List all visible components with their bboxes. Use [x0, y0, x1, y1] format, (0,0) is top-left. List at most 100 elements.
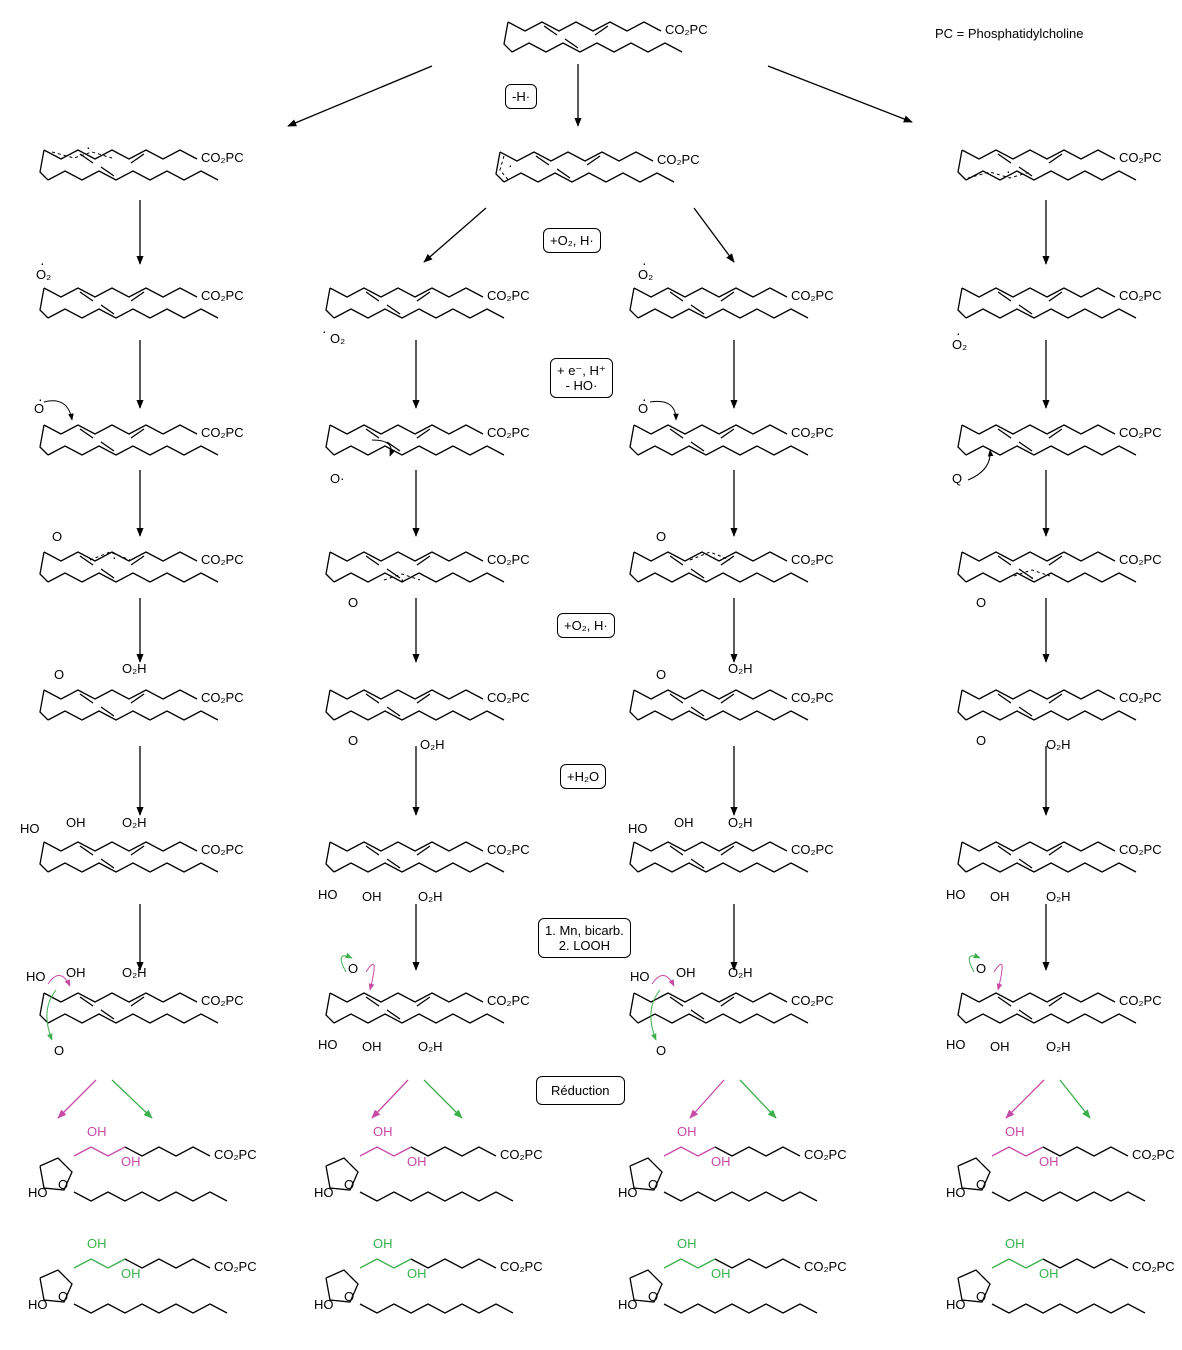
prod-r2-col1-ring [39, 1269, 73, 1303]
r1-col1-co2pc: CO₂PC [201, 150, 244, 165]
r7-col1-lower-chain [47, 1013, 219, 1024]
r7-col1-upper-chain [43, 992, 198, 1003]
r5-col2-lower-double-bond [386, 706, 401, 717]
r4-col4-co2pc: CO₂PC [1119, 552, 1162, 567]
r4-col1-rad: · [112, 549, 117, 565]
r5-col4-connector [957, 689, 967, 721]
start-lower-double-bond [564, 38, 579, 49]
prod-r2-col3-chain [714, 1258, 801, 1269]
prod-r1-col3-o: O [648, 1177, 659, 1192]
epoxidation-box: 1. Mn, bicarb. 2. LOOH [538, 918, 631, 958]
r4-col4-deloc [1013, 569, 1051, 577]
delocalized-bonds [51, 151, 1051, 581]
r6-col1-double-bond-1 [130, 845, 145, 856]
arrow-center-left [423, 207, 487, 263]
r7-col3-pink-arrow [651, 975, 675, 987]
r5-col1-o: O [54, 667, 65, 682]
r7-col2-oh: OH [362, 1039, 382, 1054]
r7-col4-connector [957, 992, 967, 1024]
structures [39, 21, 1146, 1314]
r2-col1-double-bond-0 [79, 291, 94, 302]
prod-r2-col4-ho: HO [946, 1297, 966, 1312]
prod-r2-col2-o: O [344, 1289, 355, 1304]
r6-col4-co2pc: CO₂PC [1119, 842, 1162, 857]
prod-r2-col1-tail [73, 1303, 228, 1314]
r2-col3-connector [629, 287, 639, 319]
prod-r2-col3-ring [629, 1269, 663, 1303]
prod-r2-col2-ho: HO [314, 1297, 334, 1312]
r3-col2-e-arrow [371, 439, 395, 457]
r6-col3-double-bond-0 [669, 845, 684, 856]
r5-col2-upper-chain [329, 689, 484, 700]
r6-col1-oh: OH [66, 815, 86, 830]
r6-col2-upper-chain [329, 841, 484, 852]
prod-r2-col2-chain [410, 1258, 497, 1269]
r7-col1-lower-double-bond [100, 1009, 115, 1020]
r1-col1-lower-chain [47, 170, 219, 181]
r6-col1-o2h: O₂H [122, 815, 147, 830]
r7-col1-connector [39, 992, 49, 1024]
split-arrow-7 [1059, 1079, 1091, 1119]
r4-col1-double-bond-0 [79, 555, 94, 566]
prod-r1-col1-o: O [58, 1177, 69, 1192]
r4-col2-rad: · [400, 571, 405, 587]
prod-r1-col1-colored [73, 1146, 126, 1157]
prod-r2-col4-oh1: OH [1005, 1236, 1025, 1251]
r7-col1-double-bond-1 [130, 996, 145, 1007]
r6-col1-ho: HO [20, 821, 40, 836]
r3-col1-double-bond-1 [130, 428, 145, 439]
r2-col4-double-bond-0 [997, 291, 1012, 302]
r6-col4-lower-double-bond [1018, 858, 1033, 869]
r6-col2-double-bond-0 [365, 845, 380, 856]
prod-r2-col3-oh2: OH [711, 1266, 731, 1281]
prod-r2-col4-tail [991, 1303, 1146, 1314]
split-arrow-2 [371, 1079, 409, 1119]
hydration-box: +H₂O [560, 764, 607, 789]
prod-r1-col2-oh1: OH [373, 1124, 393, 1139]
r3-col3-upper-chain [633, 424, 788, 435]
r2-col3-double-bond-0 [669, 291, 684, 302]
r2-col1-co2pc: CO₂PC [201, 288, 244, 303]
r5-col3-lower-double-bond [690, 706, 705, 717]
r3-col3-connector [629, 424, 639, 456]
prod-r1-col1-ring [39, 1157, 73, 1191]
r7-col1-pink-arrow [47, 975, 71, 987]
reduction-ho-line: - HO· [565, 378, 598, 393]
r2-col2-double-bond-0 [365, 291, 380, 302]
start-double-bond-1 [594, 25, 609, 36]
r2-col1-lower-double-bond [100, 304, 115, 315]
reduction-box: Réduction [536, 1076, 625, 1105]
r3-col2-double-bond-1 [416, 428, 431, 439]
reduction-e-line: + e⁻, H⁺ [557, 363, 606, 378]
r2-col2-o2-dot: · [322, 323, 327, 339]
prod-r1-col1-tail [73, 1191, 228, 1202]
r7-col4-ho: HO [946, 1037, 966, 1052]
r5-col1-o2h: O₂H [122, 661, 147, 676]
r7-col3-lower-chain [637, 1013, 809, 1024]
r5-col1-double-bond-1 [130, 693, 145, 704]
prod-r1-col4-colored [991, 1146, 1044, 1157]
r3-col3-double-bond-0 [669, 428, 684, 439]
r2-col3-upper-chain [633, 287, 788, 298]
r3-col4-upper-chain [961, 424, 1116, 435]
r6-col3-connector [629, 841, 639, 873]
r2-col1-connector [39, 287, 49, 319]
r3-col1-e-arrow [43, 400, 74, 421]
colored-bonds [57, 1079, 1091, 1269]
r4-col2-deloc [383, 573, 421, 581]
r2-col4-lower-double-bond [1018, 304, 1033, 315]
r3-col1-double-bond-0 [79, 428, 94, 439]
r4-col4-o: O [976, 595, 987, 610]
r3-col1-lower-double-bond [100, 441, 115, 452]
r2-col3-double-bond-1 [720, 291, 735, 302]
r3-col2-lower-double-bond [386, 441, 401, 452]
r5-col1-upper-chain [43, 689, 198, 700]
prod-r1-col4-tail [991, 1191, 1146, 1202]
r5-col3-co2pc: CO₂PC [791, 690, 834, 705]
prod-r1-col3-oh2: OH [711, 1154, 731, 1169]
r6-col1-co2pc: CO₂PC [201, 842, 244, 857]
r7-col1-ho: HO [26, 969, 46, 984]
prod-r1-col2-co2pc: CO₂PC [500, 1147, 543, 1162]
r6-col2-lower-chain [333, 862, 505, 873]
